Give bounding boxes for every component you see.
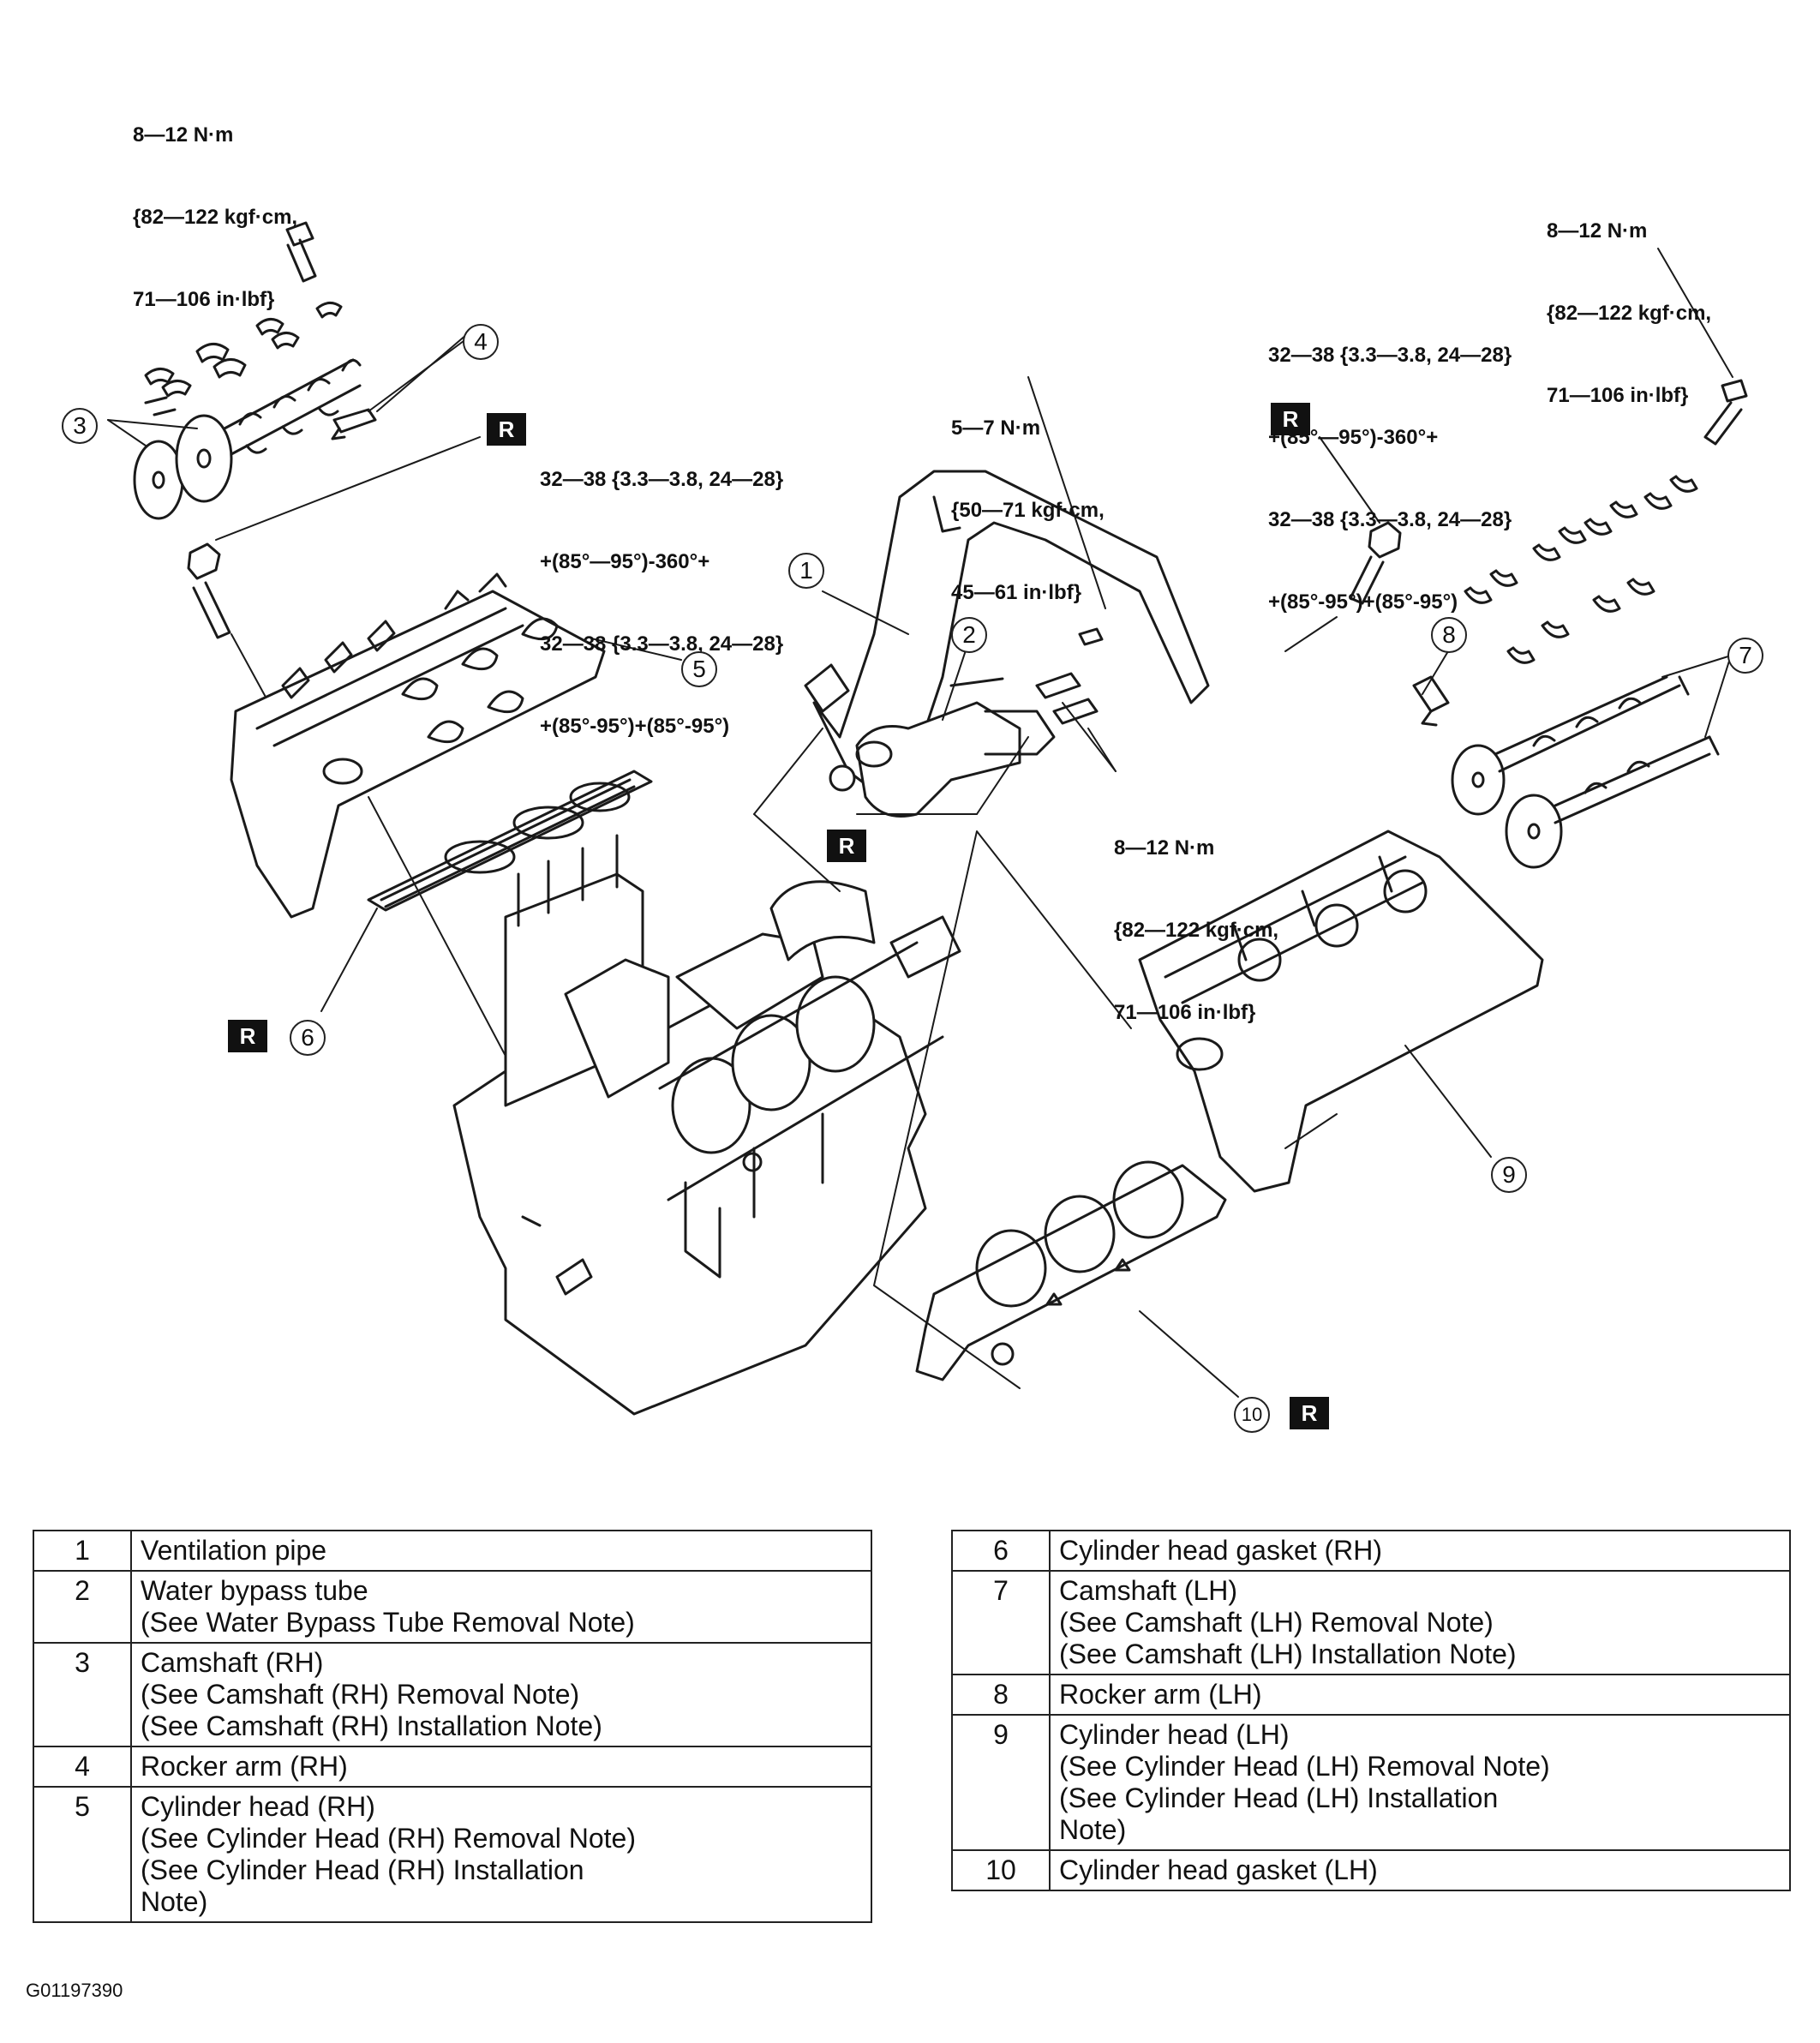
part-number: 8 bbox=[951, 1674, 1051, 1716]
callout-7: 7 bbox=[1727, 638, 1763, 674]
torque-spec-lh-head-bolt: 32—38 {3.3—3.8, 24—28} +(85°—95°)-360°+ … bbox=[1268, 344, 1512, 614]
callout-2: 2 bbox=[951, 617, 987, 653]
part-description: Water bypass tube (See Water Bypass Tube… bbox=[130, 1570, 872, 1644]
parts-legend-right: 6 Cylinder head gasket (RH) 7 Camshaft (… bbox=[951, 1530, 1791, 1891]
water-bypass-tube bbox=[829, 627, 1104, 818]
callout-6: 6 bbox=[290, 1020, 326, 1056]
part-number: 6 bbox=[951, 1530, 1051, 1572]
exploded-view-diagram bbox=[107, 221, 1748, 1416]
part-number: 4 bbox=[33, 1746, 132, 1788]
figure-code: G01197390 bbox=[26, 1980, 123, 2001]
table-row: 2 Water bypass tube (See Water Bypass Tu… bbox=[33, 1570, 872, 1644]
assembly-bracket-line bbox=[873, 830, 1132, 1389]
part-number: 9 bbox=[951, 1714, 1051, 1851]
table-row: 6 Cylinder head gasket (RH) bbox=[951, 1530, 1791, 1572]
rh-cylinder-head bbox=[230, 572, 606, 919]
lh-rocker-arm bbox=[1412, 675, 1450, 727]
part-number: 3 bbox=[33, 1642, 132, 1747]
lh-head-gasket bbox=[915, 1160, 1227, 1381]
torque-spec-rh-cam-cap: 8—12 N·m {82—122 kgf·cm, 71—106 in·lbf} bbox=[133, 123, 298, 311]
part-description: Ventilation pipe bbox=[130, 1530, 872, 1572]
torque-spec-bypass-bolts: 8—12 N·m {82—122 kgf·cm, 71—106 in·lbf} bbox=[1114, 836, 1279, 1024]
torque-spec-rh-head-bolt: 32—38 {3.3—3.8, 24—28} +(85°—95°)-360°+ … bbox=[540, 468, 784, 738]
part-description: Camshaft (RH) (See Camshaft (RH) Removal… bbox=[130, 1642, 872, 1747]
rh-camshafts bbox=[133, 358, 362, 520]
lh-cylinder-head bbox=[1138, 830, 1544, 1193]
callout-1: 1 bbox=[788, 553, 824, 589]
lh-cam-cap-bolt bbox=[1657, 248, 1748, 446]
table-row: 10 Cylinder head gasket (LH) bbox=[951, 1849, 1791, 1891]
callout-9: 9 bbox=[1491, 1157, 1527, 1193]
rh-rocker-arm bbox=[331, 338, 468, 440]
callout-4: 4 bbox=[463, 324, 499, 360]
part-number: 5 bbox=[33, 1786, 132, 1923]
replace-badge-lh-head-bolt: R bbox=[1271, 403, 1310, 435]
leader-lines bbox=[107, 333, 1732, 1398]
rh-head-gasket bbox=[367, 770, 653, 1089]
table-row: 5 Cylinder head (RH) (See Cylinder Head … bbox=[33, 1786, 872, 1923]
part-description: Camshaft (LH) (See Camshaft (LH) Removal… bbox=[1049, 1570, 1791, 1675]
torque-spec-lh-cam-cap: 8—12 N·m {82—122 kgf·cm, 71—106 in·lbf} bbox=[1547, 219, 1712, 407]
part-number: 10 bbox=[951, 1849, 1051, 1891]
table-row: 4 Rocker arm (RH) bbox=[33, 1746, 872, 1788]
part-number: 1 bbox=[33, 1530, 132, 1572]
rh-cam-cap-bolt bbox=[285, 221, 317, 283]
table-row: 9 Cylinder head (LH) (See Cylinder Head … bbox=[951, 1714, 1791, 1851]
replace-badge-bypass-gasket: R bbox=[827, 830, 866, 862]
engine-block bbox=[452, 834, 961, 1416]
part-description: Cylinder head (RH) (See Cylinder Head (R… bbox=[130, 1786, 872, 1923]
rh-cam-caps bbox=[144, 302, 343, 416]
replace-badge-lh-gasket: R bbox=[1290, 1397, 1329, 1429]
part-number: 2 bbox=[33, 1570, 132, 1644]
table-row: 7 Camshaft (LH) (See Camshaft (LH) Remov… bbox=[951, 1570, 1791, 1675]
part-description: Rocker arm (RH) bbox=[130, 1746, 872, 1788]
torque-spec-ventilation-pipe: 5—7 N·m {50—71 kgf·cm, 45—61 in·lbf} bbox=[951, 416, 1105, 604]
lh-camshafts bbox=[1451, 675, 1720, 869]
parts-legend-left: 1 Ventilation pipe 2 Water bypass tube (… bbox=[33, 1530, 872, 1923]
callout-8: 8 bbox=[1431, 617, 1467, 653]
part-description: Cylinder head gasket (LH) bbox=[1049, 1849, 1791, 1891]
callout-3: 3 bbox=[62, 408, 98, 444]
table-row: 3 Camshaft (RH) (See Camshaft (RH) Remov… bbox=[33, 1642, 872, 1747]
lh-cam-caps bbox=[1464, 475, 1698, 664]
replace-badge-rh-head-bolt: R bbox=[487, 413, 526, 446]
callout-10: 10 bbox=[1234, 1397, 1270, 1433]
part-description: Cylinder head (LH) (See Cylinder Head (L… bbox=[1049, 1714, 1791, 1851]
table-row: 8 Rocker arm (LH) bbox=[951, 1674, 1791, 1716]
part-description: Rocker arm (LH) bbox=[1049, 1674, 1791, 1716]
table-row: 1 Ventilation pipe bbox=[33, 1530, 872, 1572]
replace-badge-rh-gasket: R bbox=[228, 1020, 267, 1052]
part-number: 7 bbox=[951, 1570, 1051, 1675]
callout-5: 5 bbox=[681, 651, 717, 687]
part-description: Cylinder head gasket (RH) bbox=[1049, 1530, 1791, 1572]
lh-head-bolt bbox=[1284, 436, 1402, 652]
rh-head-bolt bbox=[187, 436, 481, 729]
